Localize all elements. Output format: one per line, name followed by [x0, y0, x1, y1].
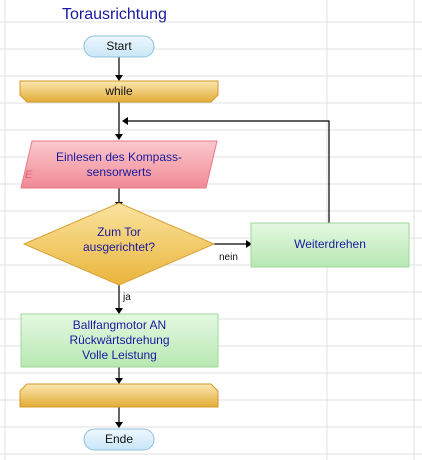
start-terminal[interactable]: [83, 35, 155, 58]
input-marker: E: [25, 169, 33, 181]
start-label: Start: [106, 39, 132, 53]
input-parallelogram[interactable]: [20, 140, 218, 189]
action-label-line3: Volle Leistung: [82, 348, 157, 362]
diagram-title: Torausrichtung: [62, 6, 167, 23]
edge-label-no: nein: [219, 252, 238, 263]
action-label: Ballfangmotor AN Rückwärtsdrehung Volle …: [21, 318, 218, 363]
rotate-process[interactable]: [250, 222, 410, 268]
loop-end[interactable]: [19, 383, 219, 408]
decision-diamond[interactable]: [22, 202, 216, 286]
decision-label-line2: ausgerichtet?: [82, 240, 156, 254]
while-label: while: [105, 84, 133, 98]
end-label: Ende: [104, 432, 134, 446]
input-label: Einlesen des Kompass- sensorwerts: [24, 150, 214, 180]
action-label-line2: Rückwärtsdrehung: [69, 333, 170, 347]
rotate-label: Weiterdrehen: [294, 237, 366, 251]
input-label-line2: sensorwerts: [86, 165, 152, 179]
end-terminal[interactable]: [83, 428, 155, 451]
decision-label-line1: Zum Tor: [97, 225, 141, 239]
input-label-line1: Einlesen des Kompass-: [55, 150, 183, 164]
edge-label-yes: ja: [123, 292, 131, 303]
decision-label: Zum Tor ausgerichtet?: [24, 225, 214, 255]
connector-lines: [115, 57, 330, 428]
action-label-line1: Ballfangmotor AN: [72, 318, 167, 332]
while-loop-start[interactable]: [19, 80, 219, 103]
action-process[interactable]: [20, 313, 219, 368]
